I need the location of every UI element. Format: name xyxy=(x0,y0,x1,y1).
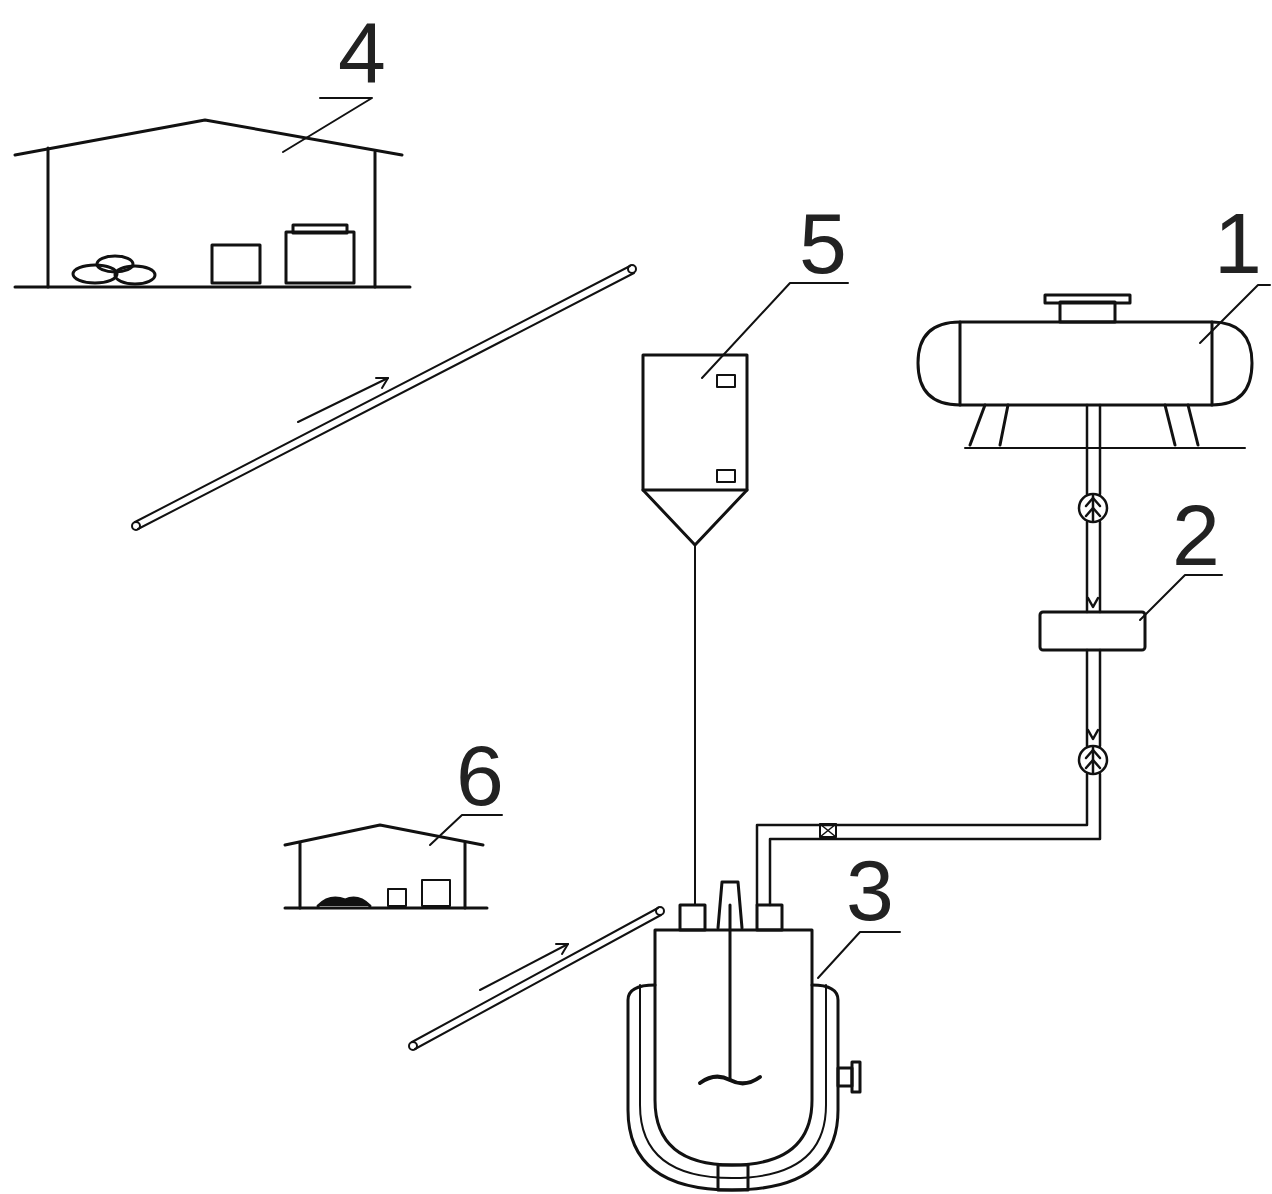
callout-number: 1 xyxy=(1214,200,1262,286)
callout-number: 2 xyxy=(1172,492,1220,578)
callout-number: 6 xyxy=(456,732,504,818)
conveyor xyxy=(132,265,636,530)
callout-number: 3 xyxy=(846,847,894,933)
callout-number: 5 xyxy=(799,200,847,286)
storage-shed xyxy=(15,98,410,287)
callout-number: 4 xyxy=(338,9,386,95)
hopper xyxy=(643,283,848,905)
storage-shed xyxy=(285,815,502,908)
conveyor xyxy=(409,907,664,1050)
feed-pipe xyxy=(757,405,1222,905)
storage-tank xyxy=(918,285,1270,448)
